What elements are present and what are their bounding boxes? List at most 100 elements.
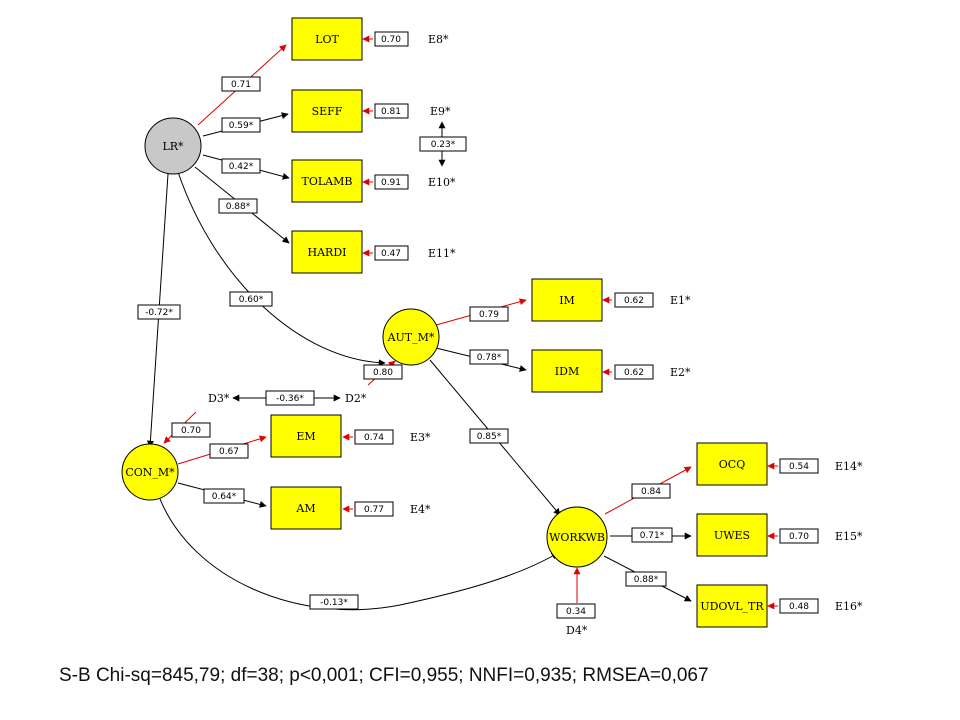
observed-im: IM [531, 278, 603, 322]
svg-text:-0.13*: -0.13* [320, 598, 348, 608]
latent-aut: AUT_M* [382, 308, 440, 366]
error-tolamb: 0.91 E10* [374, 174, 456, 190]
svg-text:0.71: 0.71 [231, 80, 251, 90]
svg-text:0.91: 0.91 [381, 178, 401, 188]
observed-seff: SEFF [291, 89, 363, 133]
cov-box-d3-d2: -0.36* [265, 390, 315, 406]
svg-text:0.80: 0.80 [373, 368, 393, 378]
svg-text:E16*: E16* [835, 600, 863, 613]
observed-am: AM [270, 486, 342, 530]
coef-workwb-uwes: 0.71* [631, 527, 673, 543]
error-seff: 0.81 E9* [374, 103, 451, 119]
svg-text:0.48: 0.48 [789, 602, 809, 612]
svg-text:0.67: 0.67 [219, 447, 239, 457]
svg-text:0.77: 0.77 [364, 505, 384, 515]
cov-box-e9-e10: 0.23* [419, 136, 467, 152]
coef-d2-aut: 0.80 [363, 364, 403, 380]
svg-text:UDOVL_TR: UDOVL_TR [700, 600, 764, 613]
svg-text:SEFF: SEFF [312, 105, 343, 118]
observed-hardi: HARDI [291, 230, 363, 274]
svg-text:0.81: 0.81 [381, 107, 401, 117]
svg-text:0.78*: 0.78* [477, 353, 502, 363]
svg-text:E4*: E4* [410, 503, 431, 516]
error-am: 0.77 E4* [354, 501, 431, 517]
latent-aut-label: AUT_M* [387, 331, 435, 344]
svg-text:UWES: UWES [714, 529, 750, 542]
error-lot: 0.70 E8* [374, 31, 449, 47]
svg-text:0.88*: 0.88* [634, 575, 659, 585]
svg-text:0.85*: 0.85* [477, 432, 502, 442]
observed-idm: IDM [531, 349, 603, 393]
coef-con-workwb: -0.13* [309, 594, 359, 610]
svg-text:0.42*: 0.42* [229, 162, 254, 172]
svg-text:0.62: 0.62 [624, 368, 644, 378]
latent-lr-label: LR* [162, 140, 184, 153]
observed-lot: LOT [291, 17, 363, 61]
coef-lr-con: -0.72* [137, 304, 181, 320]
svg-text:0.47: 0.47 [381, 249, 401, 259]
svg-text:-0.36*: -0.36* [276, 394, 304, 404]
svg-text:0.23*: 0.23* [431, 140, 456, 150]
coef-lr-aut: 0.60* [229, 291, 273, 307]
error-ocq: 0.54 E14* [779, 458, 863, 474]
svg-text:0.88*: 0.88* [226, 202, 251, 212]
coef-d3-con: 0.70 [171, 422, 211, 438]
error-hardi: 0.47 E11* [374, 245, 456, 261]
coef-aut-idm: 0.78* [469, 349, 509, 365]
coef-lr-hardi: 0.88* [218, 198, 258, 214]
label-d2: D2* [345, 392, 367, 405]
svg-text:0.64*: 0.64* [212, 492, 237, 502]
coef-con-am: 0.64* [203, 488, 245, 504]
svg-text:E11*: E11* [428, 247, 456, 260]
path-con-workwb [157, 493, 559, 611]
latent-workwb-label: WORKWB [549, 531, 605, 544]
svg-text:E1*: E1* [670, 294, 691, 307]
svg-text:0.74: 0.74 [364, 433, 384, 443]
observed-udovl: UDOVL_TR [696, 584, 768, 628]
error-uwes: 0.70 E15* [779, 528, 863, 544]
svg-text:EM: EM [296, 430, 315, 443]
observed-uwes: UWES [696, 513, 768, 557]
latent-con-label: CON_M* [125, 466, 175, 479]
coef-lr-seff: 0.59* [221, 117, 261, 133]
coef-aut-im: 0.79 [469, 306, 509, 322]
svg-text:0.71*: 0.71* [640, 531, 665, 541]
svg-text:0.70: 0.70 [181, 426, 201, 436]
svg-text:HARDI: HARDI [308, 246, 347, 259]
svg-text:E9*: E9* [430, 105, 451, 118]
error-udovl: 0.48 E16* [779, 598, 863, 614]
coef-con-em: 0.67 [209, 443, 249, 459]
svg-text:IDM: IDM [555, 365, 579, 378]
path-lr-aut [177, 171, 386, 367]
svg-text:LOT: LOT [315, 33, 339, 46]
svg-text:0.34: 0.34 [566, 607, 586, 617]
svg-text:OCQ: OCQ [719, 458, 745, 471]
observed-tolamb: TOLAMB [291, 159, 363, 203]
svg-text:TOLAMB: TOLAMB [302, 175, 353, 188]
latent-lr: LR* [144, 117, 202, 175]
fit-statistics: S-B Chi-sq=845,79; df=38; p<0,001; CFI=0… [59, 665, 709, 686]
svg-text:E15*: E15* [835, 530, 863, 543]
svg-text:0.59*: 0.59* [229, 121, 254, 131]
svg-text:AM: AM [295, 502, 315, 515]
svg-text:-0.72*: -0.72* [145, 308, 173, 318]
svg-text:E3*: E3* [410, 431, 431, 444]
coef-workwb-ocq: 0.84 [631, 483, 671, 499]
observed-ocq: OCQ [696, 442, 768, 486]
coef-lr-tolamb: 0.42* [221, 158, 261, 174]
sem-path-diagram: LR* AUT_M* CON_M* WORKWB LOT SEFF TOLAMB… [121, 17, 863, 637]
svg-text:0.62: 0.62 [624, 296, 644, 306]
svg-text:0.70: 0.70 [789, 532, 809, 542]
svg-text:0.70: 0.70 [381, 35, 401, 45]
latent-con: CON_M* [121, 443, 179, 501]
latent-workwb: WORKWB [546, 506, 608, 568]
svg-text:0.79: 0.79 [479, 310, 499, 320]
coef-lr-lot: 0.71 [221, 76, 261, 92]
svg-text:E8*: E8* [428, 33, 449, 46]
error-em: 0.74 E3* [354, 429, 431, 445]
label-d4: D4* [566, 624, 588, 637]
svg-text:E2*: E2* [670, 366, 691, 379]
coef-aut-workwb: 0.85* [469, 428, 509, 444]
error-arrows [342, 35, 778, 610]
coef-d4-workwb: 0.34 [556, 603, 596, 619]
